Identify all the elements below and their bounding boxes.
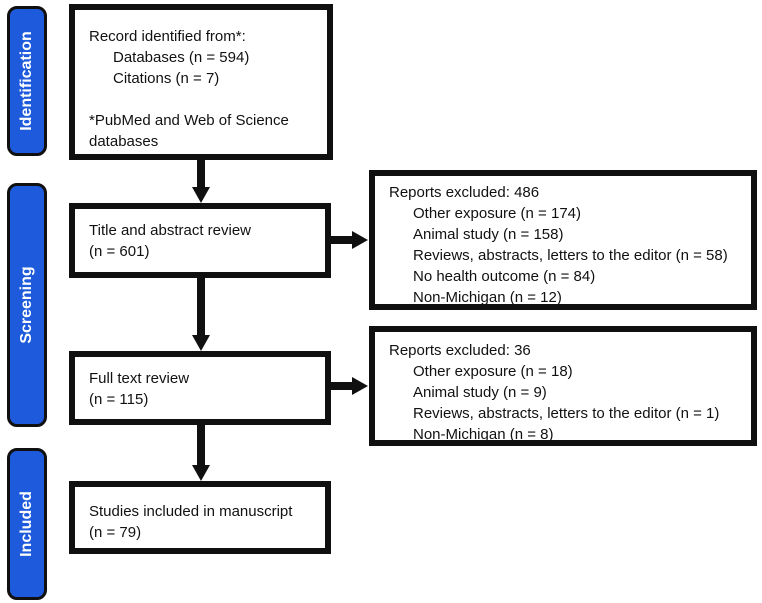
arrow-to-excluded-1-shaft: [331, 236, 353, 244]
excluded-1-item: Non-Michigan (n = 12): [413, 289, 562, 306]
title-abstract-review-count: (n = 601): [89, 243, 150, 260]
full-text-review-title: Full text review: [89, 370, 190, 387]
studies-included-box: Studies included in manuscript (n = 79): [69, 481, 331, 554]
excluded-1-item: No health outcome (n = 84): [413, 268, 596, 285]
excluded-2-item: Reviews, abstracts, letters to the edito…: [413, 405, 720, 422]
excluded-1-item: Animal study (n = 158): [413, 226, 564, 243]
excluded-2-item: Animal study (n = 9): [413, 384, 547, 401]
footnote-line2: databases: [89, 133, 159, 150]
reports-excluded-header-1: Reports excluded: 486: [389, 184, 540, 201]
stage-included: Included: [7, 448, 47, 600]
title-abstract-review-title: Title and abstract review: [89, 222, 252, 239]
stage-screening: Screening: [7, 183, 47, 427]
stage-identification-label: Identification: [18, 31, 35, 131]
excluded-1-item: Other exposure (n = 174): [413, 205, 582, 222]
excluded-1-item: Reviews, abstracts, letters to the edito…: [413, 247, 728, 264]
arrow-fulltext-to-included-shaft: [197, 425, 205, 465]
stage-screening-label: Screening: [18, 266, 35, 344]
arrow-to-excluded-2-head: [352, 377, 368, 395]
title-abstract-review-box: Title and abstract review (n = 601): [69, 203, 331, 278]
records-identified-text: Record identified from*:: [89, 28, 246, 45]
citations-count: Citations (n = 7): [113, 70, 220, 87]
reports-excluded-box-2: Reports excluded: 36 Other exposure (n =…: [369, 326, 757, 446]
arrow-identification-to-screening-head: [192, 187, 210, 203]
arrow-to-excluded-2-shaft: [331, 382, 353, 390]
full-text-review-box: Full text review (n = 115): [69, 351, 331, 425]
arrow-screening-to-fulltext-shaft: [197, 278, 205, 335]
arrow-fulltext-to-included-head: [192, 465, 210, 481]
reports-excluded-header-2: Reports excluded: 36: [389, 342, 531, 359]
arrow-screening-to-fulltext-head: [192, 335, 210, 351]
excluded-2-item: Non-Michigan (n = 8): [413, 426, 554, 443]
stage-included-label: Included: [18, 491, 35, 557]
studies-included-count: (n = 79): [89, 524, 142, 541]
databases-count: Databases (n = 594): [113, 49, 250, 66]
arrow-identification-to-screening-shaft: [197, 160, 205, 188]
excluded-2-item: Other exposure (n = 18): [413, 363, 573, 380]
identification-box: Record identified from*: Databases (n = …: [69, 4, 333, 160]
studies-included-title: Studies included in manuscript: [89, 503, 293, 520]
footnote-line1: *PubMed and Web of Science: [89, 112, 289, 129]
reports-excluded-box-1: Reports excluded: 486 Other exposure (n …: [369, 170, 757, 310]
arrow-to-excluded-1-head: [352, 231, 368, 249]
full-text-review-count: (n = 115): [89, 391, 149, 408]
stage-identification: Identification: [7, 6, 47, 156]
